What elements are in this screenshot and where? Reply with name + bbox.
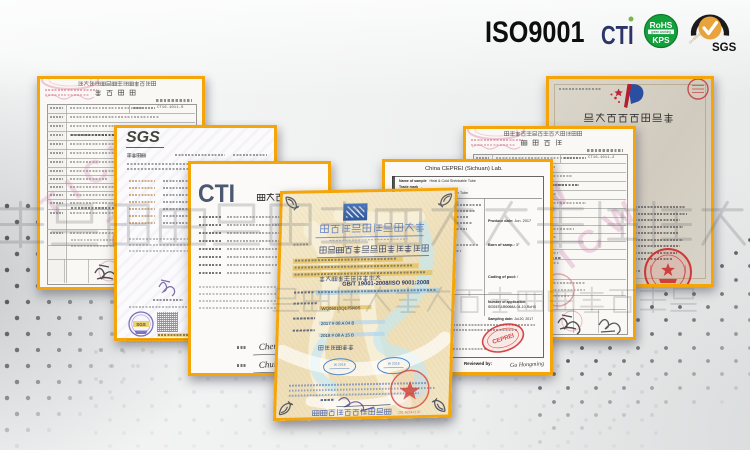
svg-text:KPS: KPS [652,35,670,45]
svg-text:RoHS: RoHS [650,20,673,30]
svg-text:W 2018: W 2018 [334,363,346,367]
svg-text:Gu Hongming: Gu Hongming [510,361,544,369]
svg-text:certified: certified [687,32,701,45]
svg-text:SGS: SGS [712,42,737,54]
svg-text:W 2018: W 2018 [388,362,400,366]
svg-text:SGS: SGS [136,322,146,327]
svg-text:green working: green working [651,30,671,34]
svg-text:201-6234X170: 201-6234X170 [398,410,420,414]
